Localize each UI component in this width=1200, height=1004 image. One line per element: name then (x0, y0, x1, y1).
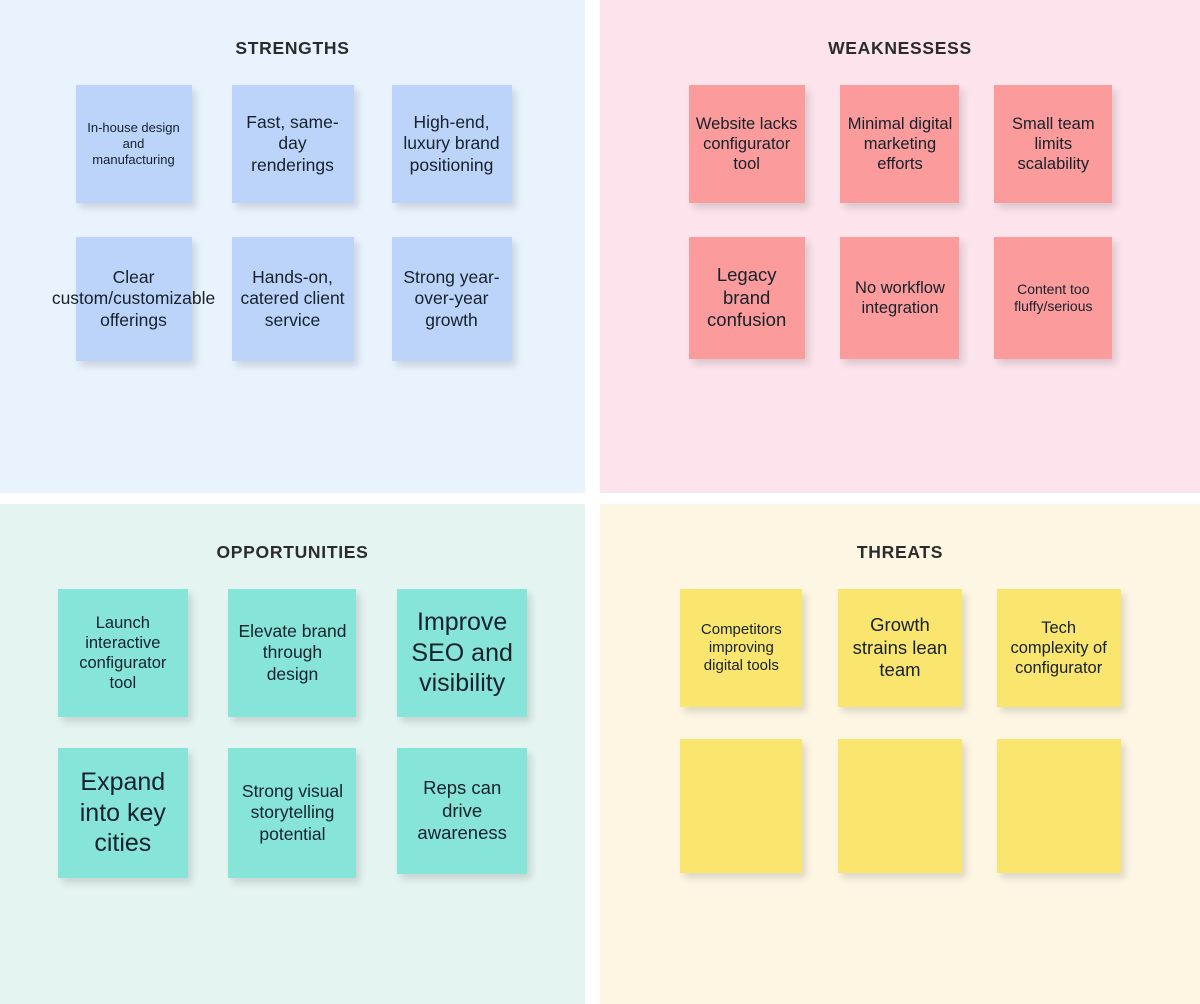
sticky-note[interactable]: Reps can drive awareness (397, 748, 528, 874)
sticky-note[interactable]: Clear custom/customizable offerings (52, 237, 215, 361)
sticky-note[interactable]: Hands-on, catered client service (231, 237, 354, 361)
sticky-note-empty[interactable] (837, 739, 962, 873)
quadrant-title-weaknesses: WEAKNESSESS (828, 38, 972, 58)
threats-notes-row-2 (600, 739, 1200, 873)
quadrant-weaknesses: WEAKNESSESS Website lacks configurator t… (600, 0, 1200, 493)
quadrant-title-strengths: STRENGTHS (235, 38, 350, 58)
quadrant-title-threats: THREATS (856, 542, 944, 562)
opportunities-notes-row-2: Expand into key cities Strong visual sto… (0, 748, 585, 878)
sticky-note[interactable]: Legacy brand confusion (688, 237, 805, 359)
sticky-note[interactable]: Strong year-over-year growth (391, 237, 512, 361)
sticky-note[interactable]: No workflow integration (840, 237, 960, 359)
threats-notes-row-1: Competitors improving digital tools Grow… (600, 589, 1200, 707)
strengths-notes-row-1: In-house design and manufacturing Fast, … (0, 85, 585, 203)
sticky-note[interactable]: Minimal digital marketing efforts (840, 85, 960, 203)
sticky-note[interactable]: In-house design and manufacturing (75, 85, 192, 203)
quadrant-threats: THREATS Competitors improving digital to… (600, 504, 1200, 1004)
sticky-note[interactable]: Growth strains lean team (837, 589, 962, 707)
sticky-note[interactable]: Content too fluffy/serious (994, 237, 1113, 359)
opportunities-notes-row-1: Launch interactive configurator tool Ele… (0, 589, 585, 717)
sticky-note[interactable]: High-end, luxury brand positioning (391, 85, 512, 203)
quadrant-strengths: STRENGTHS In-house design and manufactur… (0, 0, 585, 493)
quadrant-title-opportunities: OPPORTUNITIES (216, 542, 369, 562)
sticky-note-empty[interactable] (996, 739, 1121, 873)
sticky-note[interactable]: Competitors improving digital tools (680, 589, 803, 707)
sticky-note[interactable]: Strong visual storytelling potential (228, 748, 357, 878)
weaknesses-notes-row-1: Website lacks configurator tool Minimal … (600, 85, 1200, 203)
sticky-note-empty[interactable] (680, 739, 803, 873)
sticky-note[interactable]: Tech complexity of configurator (996, 589, 1121, 707)
sticky-note[interactable]: Fast, same-day renderings (231, 85, 354, 203)
sticky-note[interactable]: Expand into key cities (57, 748, 188, 878)
sticky-note[interactable]: Launch interactive configurator tool (57, 589, 188, 717)
sticky-note[interactable]: Improve SEO and visibility (397, 589, 528, 717)
sticky-note[interactable]: Website lacks configurator tool (688, 85, 805, 203)
sticky-note[interactable]: Small team limits scalability (994, 85, 1113, 203)
sticky-note[interactable]: Elevate brand through design (228, 589, 357, 717)
weaknesses-notes-row-2: Legacy brand confusion No workflow integ… (600, 237, 1200, 359)
strengths-notes-row-2: Clear custom/customizable offerings Hand… (0, 237, 585, 361)
quadrant-opportunities: OPPORTUNITIES Launch interactive configu… (0, 504, 585, 1004)
